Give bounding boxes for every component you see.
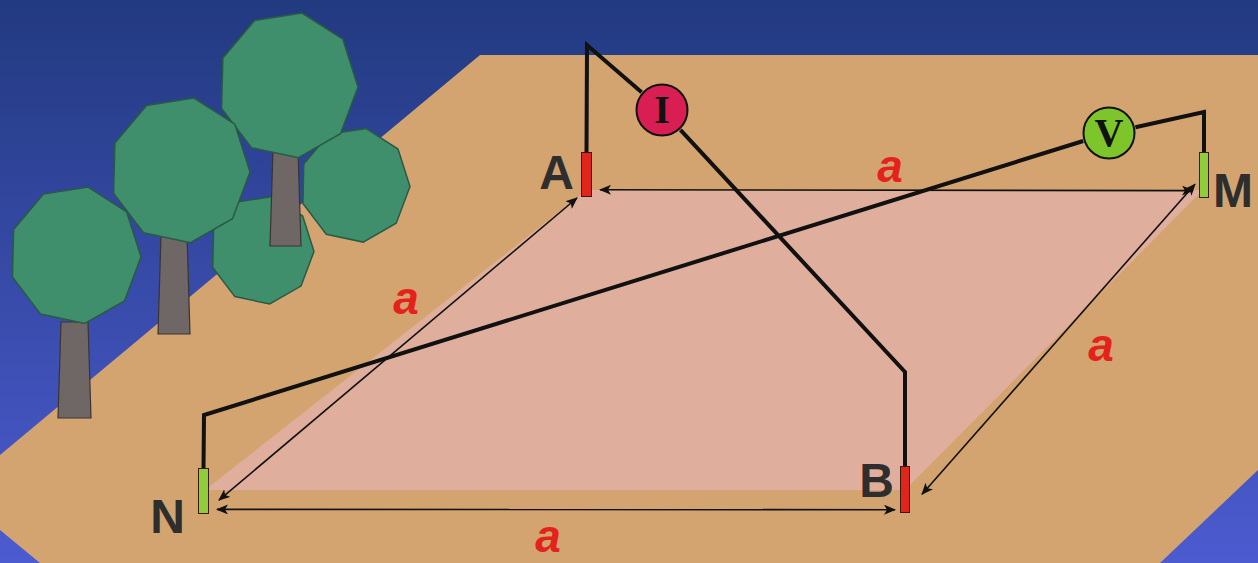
meter-symbol: I xyxy=(654,88,670,132)
meter-circle: V xyxy=(1082,106,1136,160)
cable-wire xyxy=(587,45,642,152)
dimension-label: a xyxy=(535,511,561,561)
tree-crown xyxy=(114,98,250,243)
tree-trunk xyxy=(270,150,301,246)
tree-trunk xyxy=(158,235,190,334)
tree-crown xyxy=(12,187,141,323)
tree-trunk xyxy=(58,322,91,418)
electrode: M xyxy=(1199,152,1209,198)
ground-surface xyxy=(0,55,1258,563)
electrode: B xyxy=(900,466,910,513)
dimension-arrow xyxy=(219,198,577,500)
tree-group xyxy=(12,13,410,418)
electrode-label: N xyxy=(150,489,185,545)
meter-symbol: V xyxy=(1095,111,1124,155)
tree-crown xyxy=(222,13,358,158)
electrode-label: M xyxy=(1213,163,1253,219)
dimension-label: a xyxy=(877,141,903,191)
electrode: A xyxy=(581,152,592,197)
electrode-label: B xyxy=(859,453,894,509)
dimension-arrow xyxy=(922,184,1195,494)
dimension-label: a xyxy=(1088,320,1114,370)
meter-circle: I xyxy=(635,83,689,137)
cable-wire xyxy=(680,130,905,466)
dimension-label: a xyxy=(393,273,419,323)
cable-wire xyxy=(1135,112,1204,152)
electrode-label: A xyxy=(539,145,574,201)
electrode: N xyxy=(198,468,209,514)
